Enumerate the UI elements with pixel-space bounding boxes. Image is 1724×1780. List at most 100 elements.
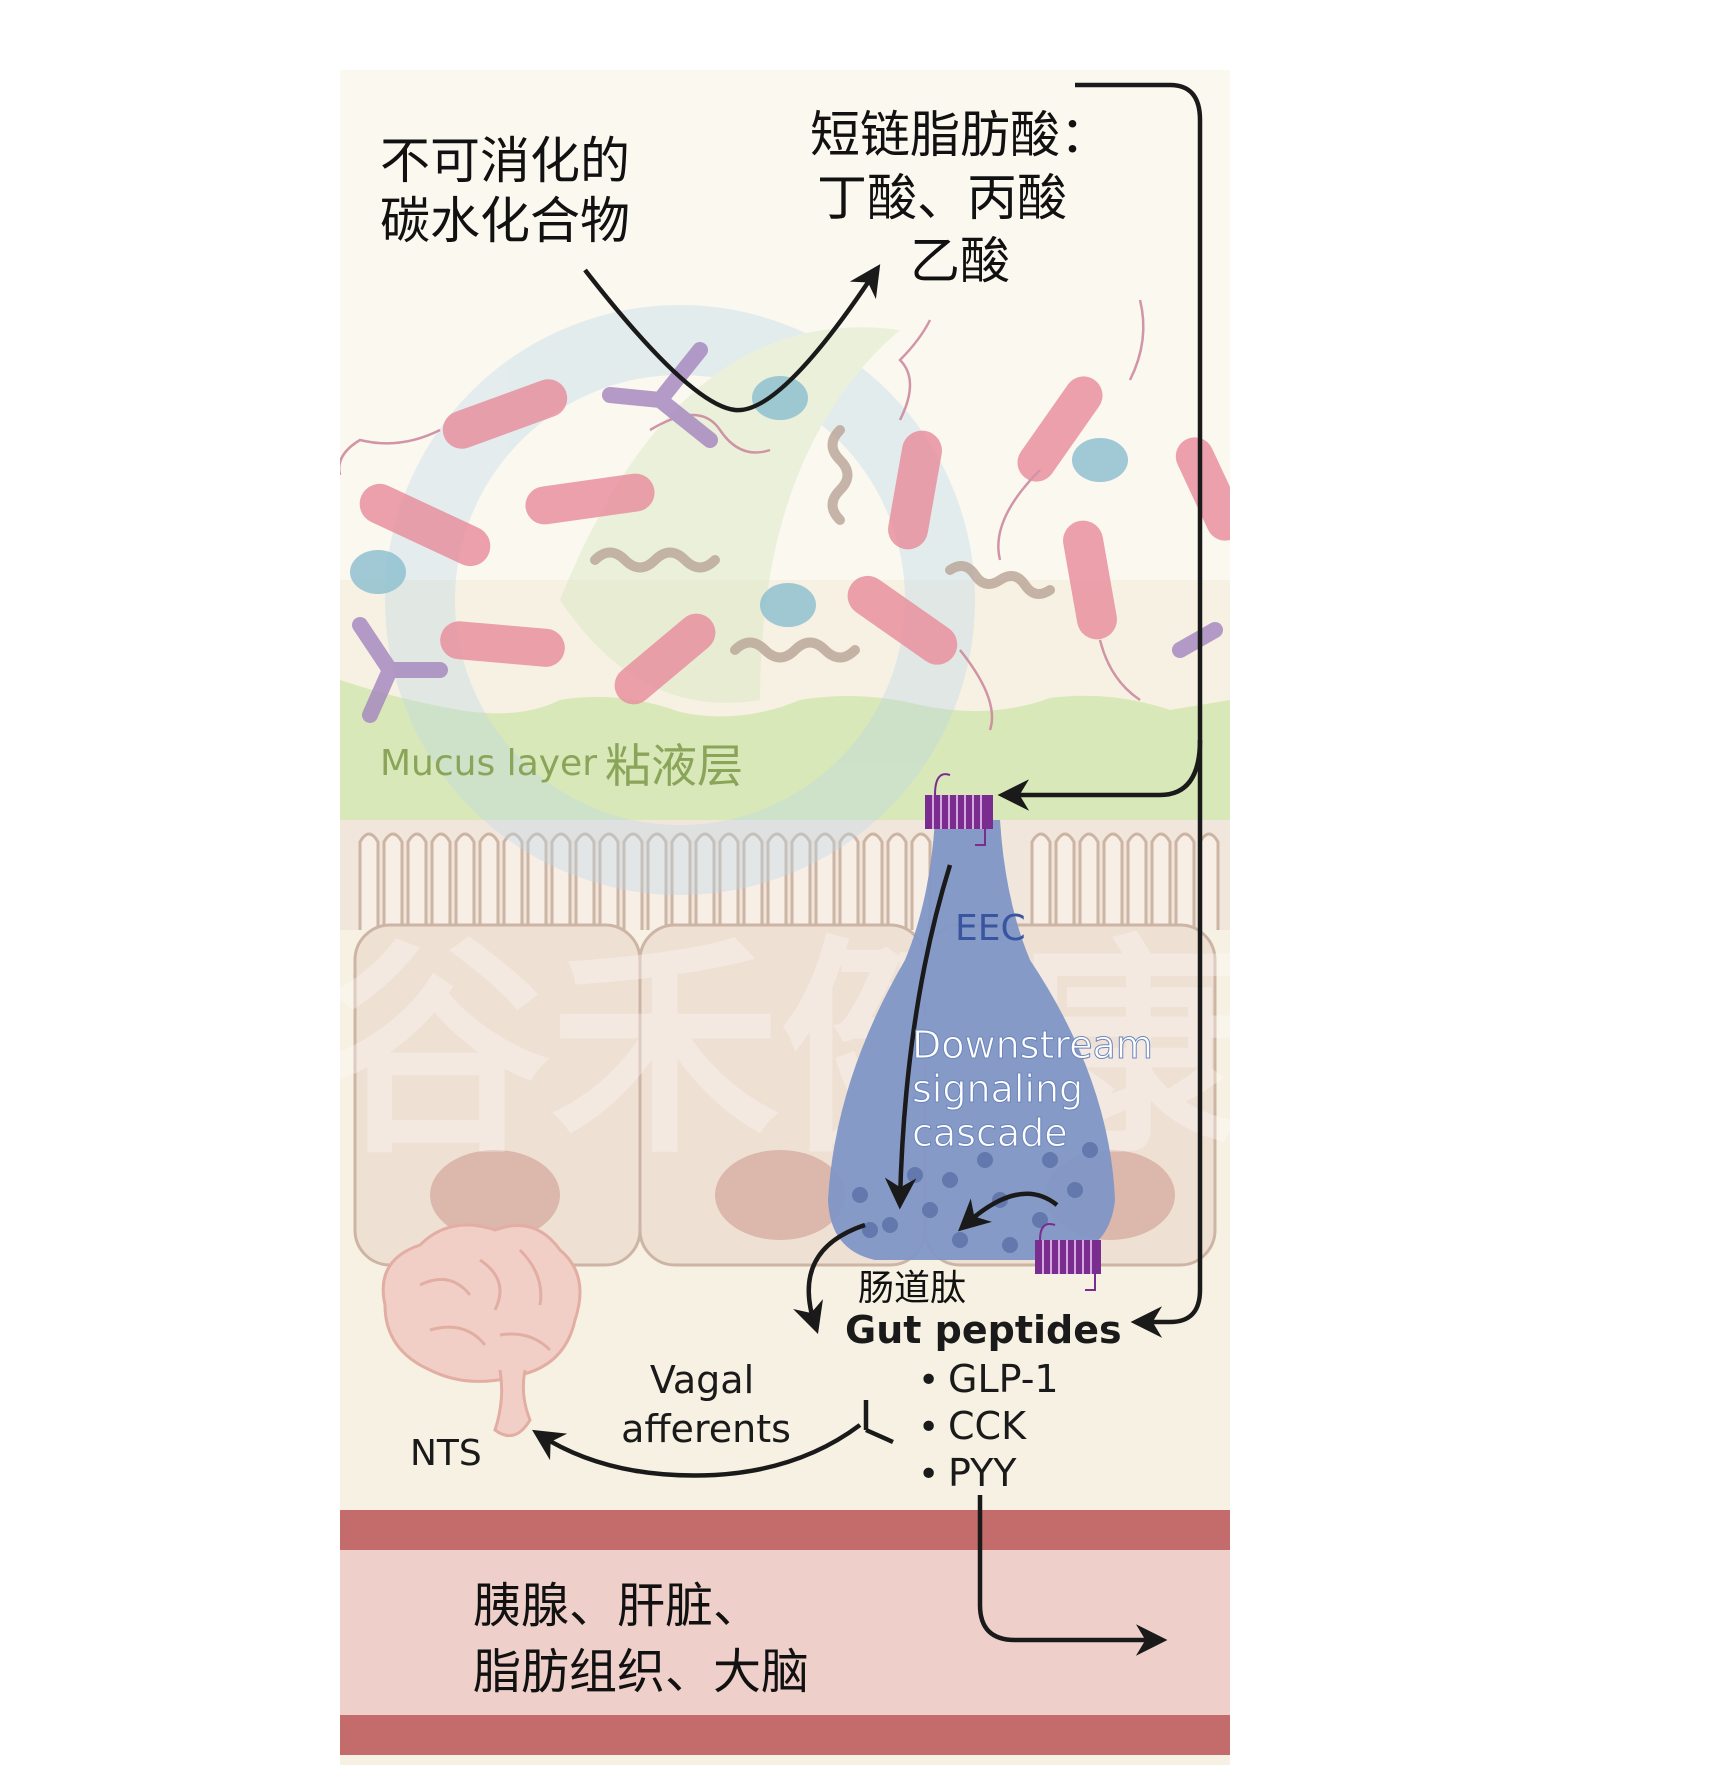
cell-nucleus	[715, 1150, 845, 1240]
microvillus	[1126, 832, 1148, 930]
microvillus	[862, 832, 884, 930]
circulation-arrow	[977, 1495, 1168, 1656]
microvillus	[382, 832, 404, 930]
microvillus	[1078, 832, 1100, 930]
scfa-label-line2: 丁酸、丙酸	[817, 169, 1067, 227]
microvillus	[814, 832, 836, 930]
vessel-lumen	[340, 1550, 1230, 1715]
microvillus	[574, 832, 596, 930]
spirochete-bacterium	[590, 425, 1055, 663]
microvillus	[358, 832, 380, 930]
mucus-label-cn: 粘液层	[605, 739, 743, 793]
targets-label-line1: 胰腺、肝脏、	[473, 1578, 761, 1634]
granule	[1032, 1212, 1048, 1228]
peptide-bullet: •	[918, 1360, 939, 1401]
eec-cell	[828, 820, 1115, 1260]
granule	[952, 1232, 968, 1248]
microvillus	[1054, 832, 1076, 930]
vagal-arrow	[532, 1423, 862, 1478]
microvillus	[622, 832, 644, 930]
nts-label: NTS	[410, 1433, 482, 1474]
microvillus	[1150, 832, 1172, 930]
eec-granules	[852, 1142, 1098, 1253]
scfa-loop-arrow	[1075, 82, 1203, 1338]
rod-bacterium	[888, 430, 942, 550]
granule	[1002, 1237, 1018, 1253]
granule	[1042, 1152, 1058, 1168]
microvillus	[1174, 832, 1196, 930]
basolateral-receptor	[1035, 1223, 1101, 1291]
rod-bacterium	[847, 575, 958, 665]
microvillus	[886, 832, 908, 930]
cascade-arrow	[884, 864, 953, 1210]
coccus-bacterium	[1072, 438, 1128, 482]
vagal-terminal	[863, 1400, 894, 1445]
granule	[852, 1187, 868, 1203]
gut-microbiota	[340, 299, 1230, 731]
microvillus	[550, 832, 572, 930]
microvillus	[718, 832, 740, 930]
arrows	[532, 82, 1203, 1656]
targets-label-line2: 脂肪组织、大脑	[473, 1644, 809, 1700]
scfa-label-line3: 乙酸	[910, 232, 1010, 290]
gut-peptides-cn: 肠道肽	[858, 1268, 966, 1309]
peptide-item: GLP-1	[948, 1357, 1059, 1401]
microvillus	[670, 832, 692, 930]
granule	[977, 1152, 993, 1168]
cascade-label-line2: signaling	[912, 1067, 1083, 1111]
microvillus	[1198, 832, 1220, 930]
brain-icon	[381, 1223, 582, 1438]
rod-bacterium	[614, 613, 716, 705]
microvillus	[478, 832, 500, 930]
granule	[942, 1172, 958, 1188]
gut-peptides-en: Gut peptides	[845, 1308, 1122, 1352]
granule	[1082, 1142, 1098, 1158]
microvillus	[598, 832, 620, 930]
rod-bacterium	[440, 621, 565, 667]
coccus-bacterium	[760, 583, 816, 627]
diagram-panel: 谷禾健康	[340, 70, 1230, 1765]
rod-bacterium	[1063, 520, 1117, 640]
granule	[907, 1167, 923, 1183]
microvillus	[646, 832, 668, 930]
microvillus	[694, 832, 716, 930]
microvilli	[358, 832, 1220, 930]
microvillus	[1030, 832, 1052, 930]
watermark-logo: 谷禾健康	[340, 305, 1230, 1185]
vagal-label-line1: Vagal	[650, 1358, 754, 1402]
rod-bacterium	[359, 483, 491, 567]
text-labels: 不可消化的 碳水化合物 短链脂肪酸： 丁酸、丙酸 乙酸 Mucus layer …	[380, 106, 1153, 1700]
secretion-arrow	[793, 1222, 866, 1334]
peptide-list: •GLP-1•CCK•PYY	[918, 1357, 1059, 1495]
rod-bacterium	[1175, 437, 1230, 541]
microvillus	[766, 832, 788, 930]
rod-bacterium	[525, 473, 655, 525]
peptide-bullet: •	[918, 1454, 939, 1495]
carbs-label-line2: 碳水化合物	[380, 192, 630, 250]
scfa-receptor-arrow	[997, 739, 1203, 811]
fermentation-arrow	[583, 264, 881, 413]
microvillus	[502, 832, 524, 930]
microvillus	[742, 832, 764, 930]
microvillus	[406, 832, 428, 930]
coccus-bacterium	[350, 550, 406, 594]
mucus-label-en: Mucus layer	[380, 743, 597, 784]
microvillus	[526, 832, 548, 930]
granule	[862, 1222, 878, 1238]
cascade-label-line3: cascade	[912, 1111, 1068, 1155]
apical-receptor	[925, 773, 993, 846]
granule	[922, 1202, 938, 1218]
coccus-bacterium	[752, 376, 808, 420]
vessel-wall-bottom	[340, 1715, 1230, 1755]
vessel-wall-top	[340, 1510, 1230, 1550]
granule	[1067, 1182, 1083, 1198]
eec-label: EEC	[955, 908, 1026, 949]
rod-bacterium	[1017, 376, 1103, 482]
rod-bacterium	[442, 379, 568, 449]
vagal-label-line2: afferents	[621, 1407, 791, 1451]
granule	[882, 1217, 898, 1233]
branched-bacterium	[352, 342, 1223, 723]
peptide-item: PYY	[948, 1451, 1017, 1495]
microvillus	[430, 832, 452, 930]
